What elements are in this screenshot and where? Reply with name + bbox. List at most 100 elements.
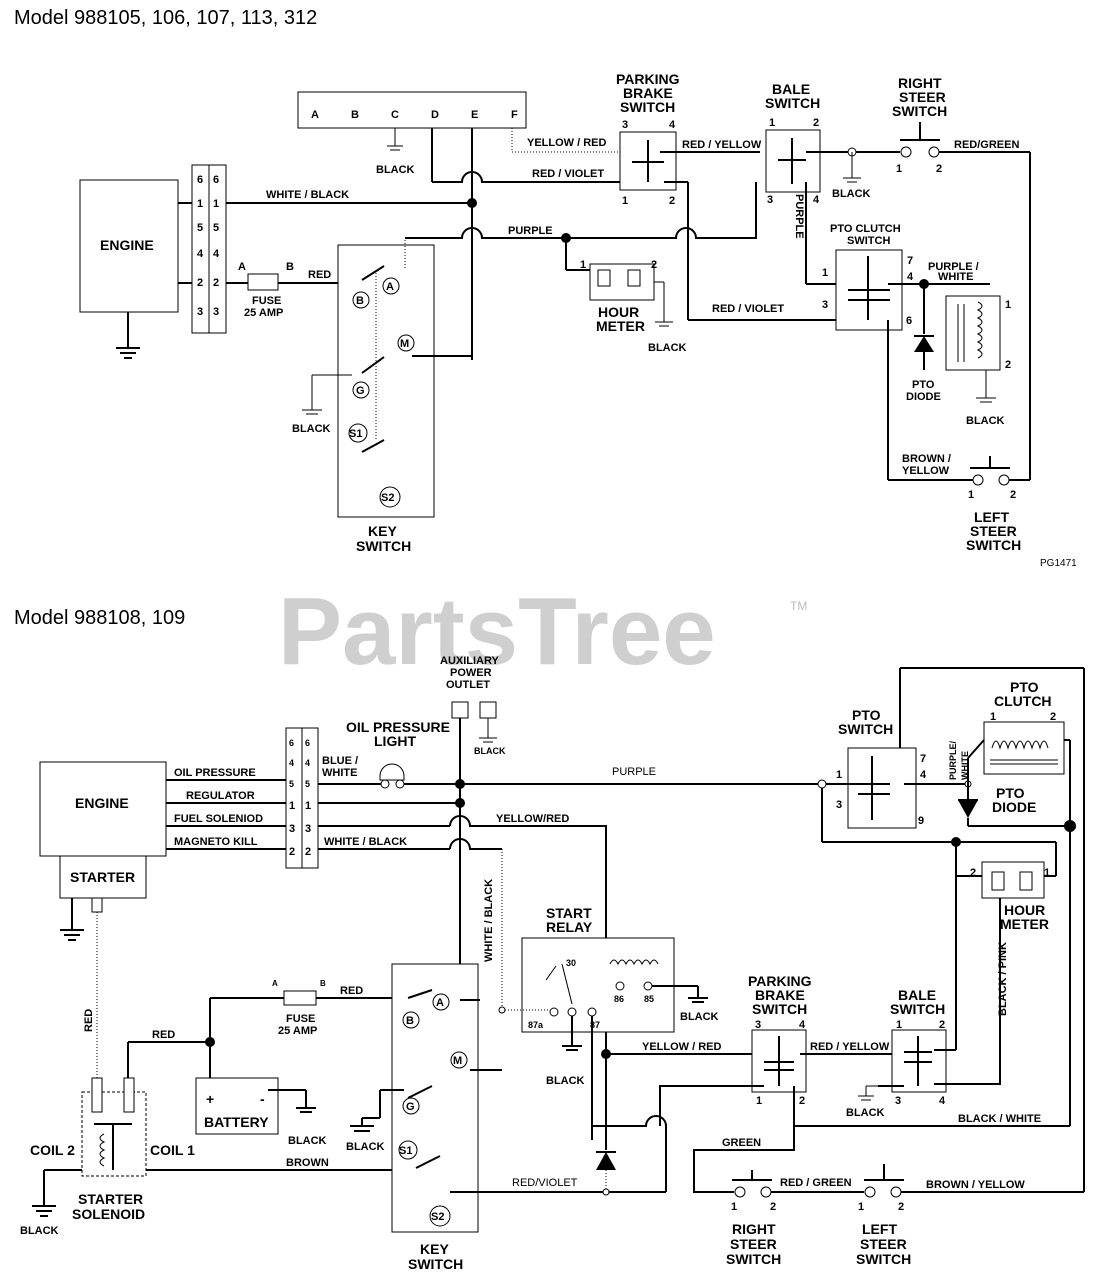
- svg-text:2: 2: [651, 259, 657, 271]
- svg-text:COIL 1: COIL 1: [150, 1142, 195, 1158]
- svg-text:1: 1: [858, 1201, 864, 1213]
- svg-text:MAGNETO KILL: MAGNETO KILL: [174, 836, 258, 848]
- svg-text:PTO: PTO: [996, 785, 1025, 801]
- svg-text:LEFT: LEFT: [974, 509, 1009, 525]
- svg-text:9: 9: [918, 815, 924, 827]
- top-letter-labels: A B C D E F: [311, 109, 518, 121]
- svg-text:SWITCH: SWITCH: [765, 95, 820, 111]
- relay-coil-icon: [609, 959, 659, 966]
- svg-text:7: 7: [920, 753, 926, 765]
- ground-icon: [116, 347, 140, 359]
- svg-text:2: 2: [813, 117, 819, 129]
- svg-text:1: 1: [769, 117, 775, 129]
- svg-text:B: B: [356, 295, 364, 307]
- svg-text:1: 1: [990, 711, 996, 723]
- svg-text:SWITCH: SWITCH: [356, 538, 411, 554]
- svg-text:B: B: [406, 1015, 414, 1027]
- svg-text:PTO: PTO: [852, 707, 881, 723]
- ground-icon: [60, 929, 84, 941]
- svg-text:6: 6: [213, 174, 219, 186]
- svg-text:2: 2: [213, 277, 219, 289]
- svg-text:YELLOW: YELLOW: [902, 465, 950, 477]
- svg-text:4: 4: [799, 1019, 806, 1031]
- svg-text:COIL 2: COIL 2: [30, 1142, 75, 1158]
- svg-text:RELAY: RELAY: [546, 919, 593, 935]
- svg-text:G: G: [406, 1101, 415, 1113]
- svg-text:7: 7: [907, 255, 913, 267]
- svg-text:SWITCH: SWITCH: [408, 1256, 463, 1272]
- svg-text:RED: RED: [340, 985, 363, 997]
- svg-text:BLACK: BLACK: [292, 423, 331, 435]
- svg-text:BALE: BALE: [898, 987, 936, 1003]
- figure-code: PG1471: [1040, 558, 1077, 569]
- svg-text:BROWN / YELLOW: BROWN / YELLOW: [926, 1179, 1025, 1191]
- aux-outlet-pos: [451, 701, 469, 719]
- svg-text:AUXILIARY: AUXILIARY: [440, 655, 500, 667]
- svg-text:2: 2: [936, 163, 942, 175]
- bottom-hour-meter: [981, 861, 1045, 899]
- svg-text:SWITCH: SWITCH: [847, 235, 890, 247]
- svg-text:SOLENOID: SOLENOID: [72, 1206, 145, 1222]
- svg-text:4: 4: [305, 758, 310, 768]
- svg-text:3: 3: [836, 799, 842, 811]
- ground-icon: [296, 1107, 316, 1113]
- bottom-battery: [195, 1077, 279, 1135]
- svg-text:B: B: [351, 109, 359, 121]
- svg-text:3: 3: [622, 119, 628, 131]
- svg-text:STEER: STEER: [970, 523, 1017, 539]
- svg-text:2: 2: [898, 1201, 904, 1213]
- svg-text:PURPLE: PURPLE: [612, 766, 656, 778]
- svg-text:POWER: POWER: [450, 667, 492, 679]
- bottom-key-switch: [391, 963, 479, 1233]
- svg-text:4: 4: [813, 194, 820, 206]
- svg-text:3: 3: [822, 299, 828, 311]
- svg-text:5: 5: [197, 222, 203, 234]
- svg-text:86: 86: [614, 994, 624, 1004]
- svg-text:2: 2: [289, 846, 295, 858]
- ground-icon: [688, 997, 708, 1003]
- top-engine-box: [79, 179, 179, 313]
- bottom-title: Model 988108, 109: [14, 607, 185, 629]
- svg-text:M: M: [400, 338, 409, 350]
- svg-text:BLACK: BLACK: [846, 1107, 885, 1119]
- svg-text:5: 5: [213, 222, 219, 234]
- svg-text:3: 3: [289, 823, 295, 835]
- diode-icon: [958, 799, 978, 818]
- svg-text:S1: S1: [399, 1145, 412, 1157]
- diode-icon: [596, 1151, 616, 1170]
- svg-text:1: 1: [822, 267, 828, 279]
- svg-text:RED / VIOLET: RED / VIOLET: [532, 168, 604, 180]
- svg-text:SWITCH: SWITCH: [752, 1001, 807, 1017]
- svg-text:S2: S2: [431, 1211, 444, 1223]
- svg-text:2: 2: [1005, 359, 1011, 371]
- svg-text:PURPLE /: PURPLE /: [928, 261, 979, 273]
- svg-text:5: 5: [289, 779, 294, 789]
- svg-text:S1: S1: [349, 428, 362, 440]
- svg-text:2: 2: [1050, 711, 1056, 723]
- svg-text:PURPLE/: PURPLE/: [948, 740, 958, 780]
- top-title: Model 988105, 106, 107, 113, 312: [14, 7, 317, 29]
- svg-text:1: 1: [968, 489, 974, 501]
- svg-text:D: D: [431, 109, 439, 121]
- coil-icon: [976, 301, 983, 359]
- svg-text:BLACK: BLACK: [546, 1075, 585, 1087]
- svg-text:FUEL SOLENIOD: FUEL SOLENIOD: [174, 813, 263, 825]
- engine-signal-lines: OIL PRESSURE REGULATOR FUEL SOLENIOD MAG…: [166, 767, 286, 850]
- svg-text:1: 1: [1044, 867, 1050, 879]
- svg-text:YELLOW / RED: YELLOW / RED: [642, 1041, 722, 1053]
- svg-text:DIODE: DIODE: [906, 391, 941, 403]
- svg-text:RED / VIOLET: RED / VIOLET: [712, 303, 784, 315]
- svg-text:RED / YELLOW: RED / YELLOW: [682, 139, 762, 151]
- svg-text:3: 3: [767, 194, 773, 206]
- bottom-key-terminals: A B M G S1 S2: [398, 993, 468, 1227]
- svg-text:RIGHT: RIGHT: [732, 1221, 776, 1237]
- svg-text:3: 3: [213, 306, 219, 318]
- svg-text:CLUTCH: CLUTCH: [994, 693, 1052, 709]
- svg-text:1: 1: [896, 1019, 902, 1031]
- svg-text:E: E: [471, 109, 478, 121]
- svg-text:1: 1: [756, 1095, 762, 1107]
- svg-text:B: B: [320, 979, 326, 988]
- svg-text:4: 4: [197, 248, 204, 260]
- svg-text:DIODE: DIODE: [992, 799, 1036, 815]
- wire-label: WHITE / BLACK: [266, 189, 349, 201]
